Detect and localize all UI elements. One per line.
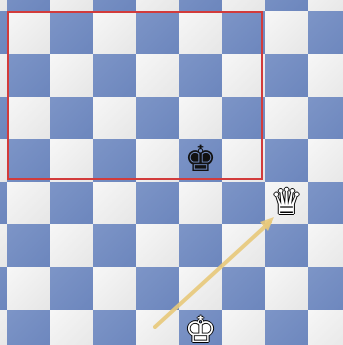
white-king-icon[interactable]: ♚ <box>179 309 222 345</box>
square-edge[interactable] <box>50 0 93 11</box>
square-a7[interactable] <box>7 54 50 97</box>
square-edge[interactable] <box>0 224 7 267</box>
square-d6[interactable] <box>136 96 179 139</box>
square-edge[interactable] <box>0 181 7 224</box>
square-h8[interactable] <box>308 11 343 54</box>
square-f2[interactable] <box>222 267 265 310</box>
square-c4[interactable] <box>93 181 136 224</box>
square-edge[interactable] <box>7 0 50 11</box>
square-edge[interactable] <box>136 0 179 11</box>
square-d8[interactable] <box>136 11 179 54</box>
square-edge[interactable] <box>179 0 222 11</box>
square-edge[interactable] <box>0 0 7 11</box>
square-f5[interactable] <box>222 139 265 182</box>
square-c3[interactable] <box>93 224 136 267</box>
square-b8[interactable] <box>50 11 93 54</box>
square-g3[interactable] <box>265 224 308 267</box>
square-d1[interactable] <box>136 309 179 345</box>
square-c1[interactable] <box>93 309 136 345</box>
square-b7[interactable] <box>50 54 93 97</box>
square-h1[interactable] <box>308 309 343 345</box>
square-a5[interactable] <box>7 139 50 182</box>
square-edge[interactable] <box>0 96 7 139</box>
square-edge[interactable] <box>0 54 7 97</box>
square-h4[interactable] <box>308 181 343 224</box>
square-g7[interactable] <box>265 54 308 97</box>
square-b3[interactable] <box>50 224 93 267</box>
square-a3[interactable] <box>7 224 50 267</box>
square-h6[interactable] <box>308 96 343 139</box>
square-edge[interactable] <box>308 0 343 11</box>
square-d4[interactable] <box>136 181 179 224</box>
square-a8[interactable] <box>7 11 50 54</box>
square-a6[interactable] <box>7 96 50 139</box>
square-f3[interactable] <box>222 224 265 267</box>
square-edge[interactable] <box>93 0 136 11</box>
square-d5[interactable] <box>136 139 179 182</box>
square-c2[interactable] <box>93 267 136 310</box>
square-b2[interactable] <box>50 267 93 310</box>
square-b1[interactable] <box>50 309 93 345</box>
square-d2[interactable] <box>136 267 179 310</box>
square-f8[interactable] <box>222 11 265 54</box>
square-g2[interactable] <box>265 267 308 310</box>
square-a4[interactable] <box>7 181 50 224</box>
square-edge[interactable] <box>222 0 265 11</box>
square-e3[interactable] <box>179 224 222 267</box>
square-g8[interactable] <box>265 11 308 54</box>
square-g1[interactable] <box>265 309 308 345</box>
square-c7[interactable] <box>93 54 136 97</box>
square-h2[interactable] <box>308 267 343 310</box>
square-edge[interactable] <box>0 309 7 345</box>
square-f1[interactable] <box>222 309 265 345</box>
square-h3[interactable] <box>308 224 343 267</box>
square-edge[interactable] <box>0 11 7 54</box>
square-h5[interactable] <box>308 139 343 182</box>
square-h7[interactable] <box>308 54 343 97</box>
square-e8[interactable] <box>179 11 222 54</box>
square-a1[interactable] <box>7 309 50 345</box>
square-e2[interactable] <box>179 267 222 310</box>
square-d3[interactable] <box>136 224 179 267</box>
white-queen-icon[interactable]: ♛ <box>265 181 308 224</box>
square-d7[interactable] <box>136 54 179 97</box>
square-b4[interactable] <box>50 181 93 224</box>
square-edge[interactable] <box>265 0 308 11</box>
square-c6[interactable] <box>93 96 136 139</box>
square-f4[interactable] <box>222 181 265 224</box>
square-f6[interactable] <box>222 96 265 139</box>
square-e4[interactable] <box>179 181 222 224</box>
square-a2[interactable] <box>7 267 50 310</box>
square-e6[interactable] <box>179 96 222 139</box>
square-b6[interactable] <box>50 96 93 139</box>
square-edge[interactable] <box>0 267 7 310</box>
square-c8[interactable] <box>93 11 136 54</box>
square-g5[interactable] <box>265 139 308 182</box>
square-b5[interactable] <box>50 139 93 182</box>
square-g6[interactable] <box>265 96 308 139</box>
square-f7[interactable] <box>222 54 265 97</box>
square-edge[interactable] <box>0 139 7 182</box>
square-c5[interactable] <box>93 139 136 182</box>
black-king-icon[interactable]: ♚ <box>179 139 222 182</box>
square-e7[interactable] <box>179 54 222 97</box>
